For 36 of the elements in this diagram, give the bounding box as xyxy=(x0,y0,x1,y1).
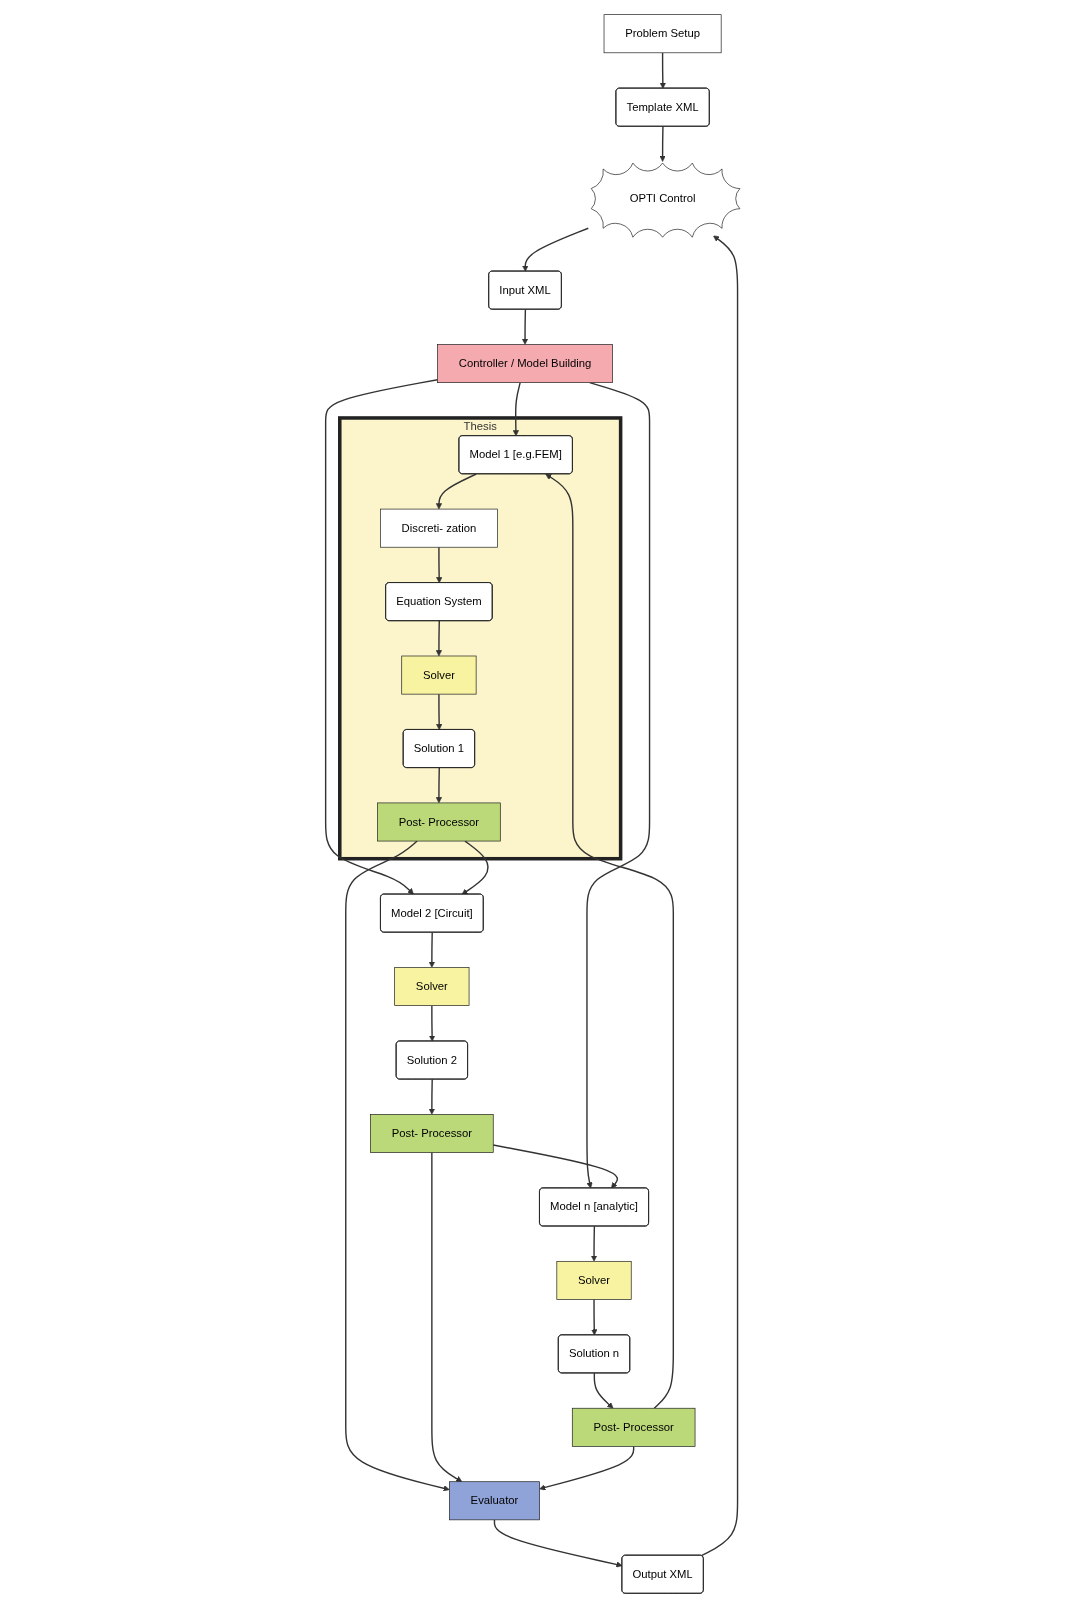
arrow xyxy=(659,125,666,162)
node-box: Post- Processor xyxy=(377,802,501,842)
arrow xyxy=(591,1225,598,1262)
arrow xyxy=(522,308,529,345)
arrow xyxy=(436,767,443,804)
node-box: Controller / Model Building xyxy=(437,344,614,384)
arrow xyxy=(431,1151,463,1482)
arrow xyxy=(436,693,443,731)
node-box: Problem Setup xyxy=(603,14,722,54)
arrow xyxy=(700,235,739,1557)
arrow xyxy=(591,1298,598,1336)
arrow xyxy=(522,227,590,272)
node-box: Discreti- zation xyxy=(380,508,499,548)
arrow xyxy=(539,1445,635,1491)
node-box: Solver xyxy=(401,655,477,695)
node-box: Post- Processor xyxy=(370,1114,494,1153)
arrow xyxy=(436,473,478,510)
arrow xyxy=(428,1078,436,1115)
arrow xyxy=(436,546,443,584)
arrow xyxy=(659,52,667,89)
node-box: Post- Processor xyxy=(572,1407,696,1447)
arrow xyxy=(493,1519,623,1568)
arrow xyxy=(345,840,450,1492)
arrow xyxy=(593,1372,614,1409)
arrow xyxy=(436,620,443,657)
arrow xyxy=(429,1004,436,1042)
node-box: Solver xyxy=(556,1261,632,1300)
arrow xyxy=(545,473,675,1409)
arrow xyxy=(325,379,439,895)
arrow xyxy=(586,381,651,1189)
node-box: Evaluator xyxy=(449,1481,541,1521)
arrow xyxy=(461,840,489,895)
arrow xyxy=(492,1144,619,1189)
node-box: Solver xyxy=(394,967,470,1006)
arrow xyxy=(513,381,522,437)
arrow xyxy=(428,931,436,968)
